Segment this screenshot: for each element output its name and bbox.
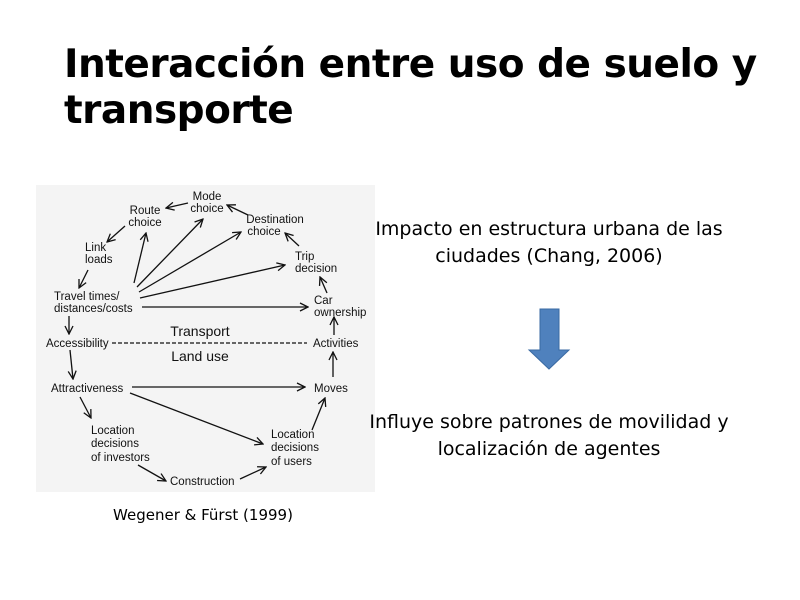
- arrow-destination-to-mode: [227, 205, 249, 216]
- arrow-accessibility-to-attractiveness: [70, 349, 73, 379]
- arrow-link-to-travel: [79, 269, 89, 288]
- impact-text: Impacto en estructura urbana de las ciud…: [375, 218, 723, 267]
- influence-text: Influye sobre patrones de movilidad y lo…: [369, 411, 729, 460]
- arrow-construction-to-users: [239, 467, 266, 480]
- node-activities: Activities: [313, 338, 359, 350]
- arrow-travel-to-mode: [136, 219, 203, 288]
- arrow-mode-to-route: [166, 203, 189, 208]
- arrow-trip-to-destination: [285, 233, 300, 247]
- node-construction: Construction: [170, 476, 235, 488]
- down-arrow-icon: [527, 308, 571, 370]
- node-travel-times: Travel times/distances/costs: [54, 291, 133, 315]
- arrow-travel-to-route: [133, 233, 146, 284]
- arrow-attractiveness-to-users: [129, 392, 263, 444]
- arrow-car-to-trip: [320, 277, 328, 294]
- arrow-route-to-link: [107, 225, 126, 242]
- land-use-label: Land use: [171, 348, 229, 364]
- node-accessibility: Accessibility: [46, 338, 109, 350]
- arrow-attractiveness-to-investors: [79, 396, 91, 418]
- diagram-caption: Wegener & Fürst (1999): [113, 506, 293, 524]
- slide-title: Interacción entre uso de suelo y transpo…: [64, 42, 757, 133]
- arrow-users-to-moves: [311, 398, 325, 431]
- arrow-travel-to-destination: [138, 232, 241, 293]
- arrow-travel-to-trip: [139, 265, 285, 299]
- node-attractiveness: Attractiveness: [51, 383, 123, 395]
- diagram-arrows: [69, 203, 334, 481]
- diagram-background: [36, 185, 375, 492]
- arrow-investors-to-construction: [137, 464, 166, 481]
- transport-label: Transport: [170, 323, 230, 339]
- node-moves: Moves: [314, 383, 348, 395]
